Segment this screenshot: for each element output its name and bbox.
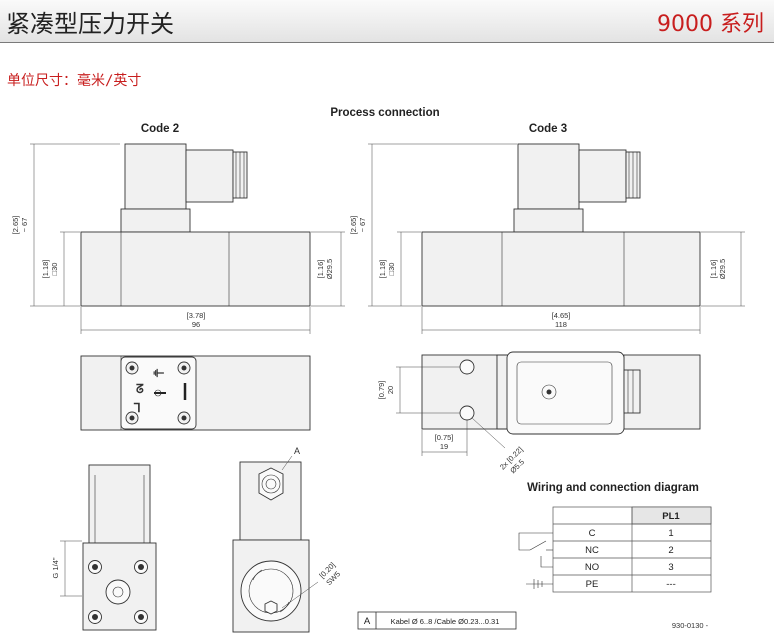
h20-mm-label: 20 bbox=[386, 386, 395, 394]
wiring-row-label: NO bbox=[585, 562, 599, 573]
code3-top-view bbox=[421, 351, 701, 435]
cable-note-key: A bbox=[364, 616, 371, 627]
dia3-in-label: [1.16] bbox=[709, 260, 718, 279]
height3-mm-label: ~ 67 bbox=[358, 218, 367, 233]
wiring-row-label: PE bbox=[586, 579, 599, 590]
side-view-left: G 1/4" bbox=[51, 464, 157, 631]
wiring-row-value: --- bbox=[666, 579, 676, 590]
body-mm-label: □30 bbox=[50, 263, 59, 276]
dia-mm-label: Ø29.5 bbox=[325, 259, 334, 279]
svg-text:⏚: ⏚ bbox=[151, 367, 165, 379]
height3-in-label: [2.65] bbox=[349, 216, 358, 235]
code2-front-view bbox=[80, 143, 311, 307]
body3-in-label: [1.18] bbox=[378, 260, 387, 279]
len2-mm-label: 96 bbox=[192, 320, 200, 329]
svg-text:ᘔ: ᘔ bbox=[136, 382, 144, 396]
svg-text:⅂: ⅂ bbox=[133, 401, 141, 415]
wiring-row-value: 2 bbox=[668, 545, 673, 556]
code3-dimensions: [2.65] ~ 67 [1.18] □30 [1.16] Ø29.5 [4.6… bbox=[349, 143, 745, 334]
dia3-mm-label: Ø29.5 bbox=[718, 259, 727, 279]
code2-title: Code 2 bbox=[141, 123, 179, 135]
wiring-row-value: 3 bbox=[668, 562, 673, 573]
code2-dimensions: [2.65] ~ 67 [1.18] □30 [1.16] Ø29.5 [3.7… bbox=[11, 143, 345, 334]
wiring-row-value: 1 bbox=[668, 528, 673, 539]
code2-top-view: ⏚ ᘔ ⅂ bbox=[80, 355, 311, 431]
code3-front-view bbox=[421, 143, 701, 307]
callout-a: A bbox=[294, 446, 300, 456]
units-label: 单位尺寸：毫米/英寸 bbox=[7, 73, 142, 89]
doc-number: 930-0130 - bbox=[672, 621, 709, 630]
height-in-label: [2.65] bbox=[11, 216, 20, 235]
side-view-right: A [0.20] SW5 bbox=[232, 446, 342, 633]
w19-mm-label: 19 bbox=[440, 442, 448, 451]
w19-in-label: [0.75] bbox=[435, 433, 454, 442]
header-bar: 紧凑型压力开关 9000 系列 bbox=[0, 0, 774, 43]
page-title: 紧凑型压力开关 bbox=[6, 10, 174, 38]
body-in-label: [1.18] bbox=[41, 260, 50, 279]
code3-title: Code 3 bbox=[529, 123, 567, 135]
wiring-col-header: PL1 bbox=[662, 511, 680, 522]
wiring-row-label: C bbox=[589, 528, 596, 539]
len2-in-label: [3.78] bbox=[187, 311, 206, 320]
body3-mm-label: □30 bbox=[387, 263, 396, 276]
cable-note-text: Kabel Ø 6..8 /Cable Ø0.23...0.31 bbox=[391, 617, 500, 626]
height-mm-label: ~ 67 bbox=[20, 218, 29, 233]
dia-in-label: [1.16] bbox=[316, 260, 325, 279]
drawing-title: Process connection bbox=[330, 107, 439, 119]
len3-in-label: [4.65] bbox=[552, 311, 571, 320]
wiring-row-label: NC bbox=[585, 545, 599, 556]
cable-note: A Kabel Ø 6..8 /Cable Ø0.23...0.31 bbox=[357, 611, 517, 630]
switch-symbol bbox=[518, 532, 553, 589]
wiring-title: Wiring and connection diagram bbox=[527, 482, 699, 494]
h20-in-label: [0.79] bbox=[377, 381, 386, 400]
thread-label: G 1/4" bbox=[51, 557, 60, 578]
len3-mm-label: 118 bbox=[555, 320, 567, 329]
wiring-table: PL1 C 1NC 2NO 3PE --- bbox=[552, 506, 712, 593]
series-label: 9000 系列 bbox=[657, 12, 764, 37]
